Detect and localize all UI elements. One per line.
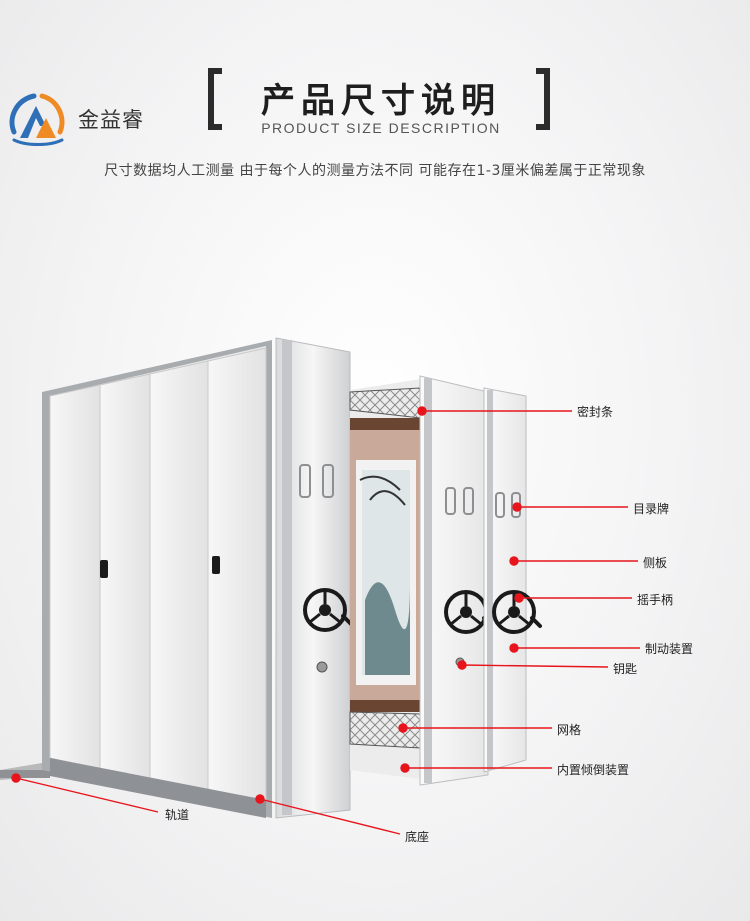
fixed-cabinet xyxy=(42,340,272,818)
label-key: 钥匙 xyxy=(613,662,638,676)
page-title: 产品尺寸说明 xyxy=(261,81,501,121)
front-side-panel xyxy=(275,337,353,819)
title-bracket-right xyxy=(536,68,550,130)
brand-name: 金益睿 xyxy=(78,108,144,132)
measurement-note: 尺寸数据均人工测量 由于每个人的测量方法不同 可能存在1-3厘米偏差属于正常现象 xyxy=(104,163,646,179)
second-column xyxy=(419,375,494,786)
page-subtitle: PRODUCT SIZE DESCRIPTION xyxy=(261,120,501,136)
open-aisle xyxy=(349,378,428,780)
third-column xyxy=(483,387,542,773)
label-mesh: 网格 xyxy=(557,723,582,737)
label-catalog-card: 目录牌 xyxy=(633,502,670,516)
rail xyxy=(0,762,50,780)
label-seal-strip: 密封条 xyxy=(577,405,614,419)
title-bracket-left xyxy=(208,68,222,130)
label-anti-tilt: 内置倾倒装置 xyxy=(557,763,630,777)
label-hand-crank: 摇手柄 xyxy=(637,593,674,607)
brand-logo-icon xyxy=(9,93,65,146)
label-base: 底座 xyxy=(405,830,430,844)
label-brake-device: 制动装置 xyxy=(645,642,694,656)
label-rail: 轨道 xyxy=(165,808,190,822)
label-side-panel: 侧板 xyxy=(643,556,668,570)
